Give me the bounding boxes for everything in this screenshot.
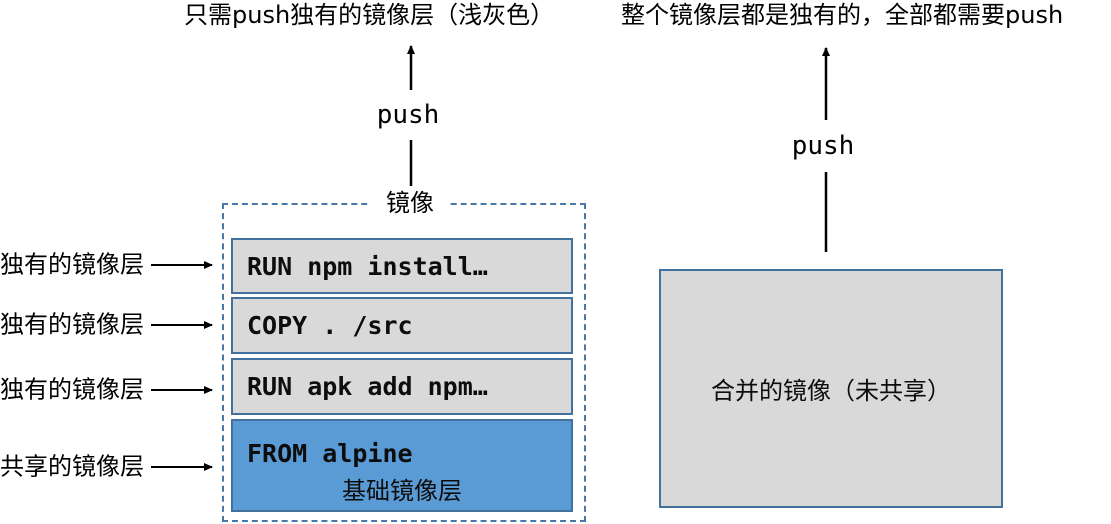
layer-from-alpine-base: FROM alpine 基础镜像层 xyxy=(231,419,573,512)
side-label-unique-1: 独有的镜像层 xyxy=(0,250,144,279)
layer-copy-src: COPY . /src xyxy=(231,297,573,354)
side-label-unique-2: 独有的镜像层 xyxy=(0,310,144,339)
caption-unique-layers-push: 只需push独有的镜像层（浅灰色） xyxy=(184,1,555,29)
layer-command: RUN npm install… xyxy=(247,251,488,281)
merged-image-box-label: 合并的镜像（未共享） xyxy=(711,377,951,405)
layer-run-apk-add: RUN apk add npm… xyxy=(231,358,573,415)
layer-command: COPY . /src xyxy=(247,311,413,340)
push-label-right: push xyxy=(791,131,855,161)
caption-whole-image-push: 整个镜像层都是独有的，全部都需要push xyxy=(621,1,1064,29)
merged-image-box: 合并的镜像（未共享） xyxy=(659,269,1003,508)
layer-command: RUN apk add npm… xyxy=(247,372,488,401)
side-label-shared: 共享的镜像层 xyxy=(0,452,144,481)
base-layer-caption: 基础镜像层 xyxy=(342,477,462,505)
layer-run-npm-install: RUN npm install… xyxy=(231,238,573,294)
side-label-unique-3: 独有的镜像层 xyxy=(0,375,144,404)
image-box-title: 镜像 xyxy=(370,190,450,216)
push-label-left: push xyxy=(376,100,440,130)
layer-command: FROM alpine xyxy=(247,439,413,468)
